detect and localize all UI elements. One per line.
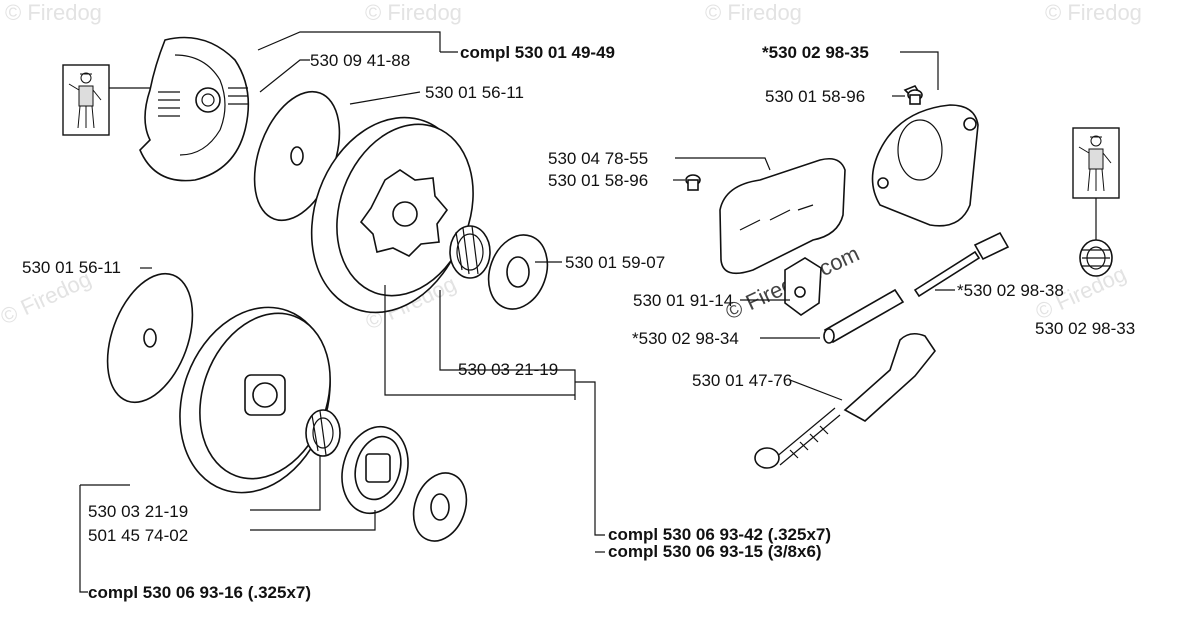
watermark: © Firedog [1045, 0, 1142, 25]
clutch-shoe [139, 36, 250, 182]
label-washer-top: 530 01 56-11 [425, 83, 524, 102]
label-bar-plate: 530 04 78-55 [548, 149, 648, 168]
bearing-washer [487, 234, 549, 310]
label-drum-compl-left: compl 530 06 93-16 (.325x7) [88, 583, 311, 602]
worm-gear [1079, 239, 1113, 277]
label-clutch-shoe: 530 09 41-88 [310, 51, 410, 70]
label-clutch-compl: compl 530 01 49-49 [460, 43, 615, 62]
bar-plate [719, 157, 846, 275]
bar-screw [685, 174, 701, 191]
label-oil-hose: 530 01 47-76 [692, 371, 792, 390]
label-pump-piston: *530 02 98-34 [632, 329, 739, 348]
watermark: © Firedog [365, 0, 462, 25]
label-needle-bearing: 530 03 21-19 [458, 360, 558, 379]
oil-pump-housing [871, 85, 979, 227]
label-drum-compl-b: compl 530 06 93-15 (3/8x6) [608, 542, 822, 561]
pump-shaft [913, 231, 1010, 298]
label-washer-left: 530 01 56-11 [22, 258, 121, 277]
oil-hose [754, 332, 936, 469]
label-pump-piece: 530 01 91-14 [633, 291, 733, 310]
label-pump-screw: 530 01 58-96 [765, 87, 865, 106]
label-drum-compl-a: compl 530 06 93-42 (.325x7) [608, 525, 831, 544]
label-bar-screw: 530 01 58-96 [548, 171, 648, 190]
clutch-drum-left [179, 306, 331, 494]
pump-piston [823, 288, 905, 344]
label-bearing-left: 530 03 21-19 [88, 502, 188, 521]
washer-small-left [412, 472, 468, 542]
rim-sprocket [341, 425, 409, 515]
label-pump-compl: *530 02 98-35 [762, 43, 869, 62]
needle-bearing [449, 225, 491, 279]
label-bearing-washer: 530 01 59-07 [565, 253, 665, 272]
label-rim: 501 45 74-02 [88, 526, 188, 545]
watermark: © Firedog [705, 0, 802, 25]
washer-left [106, 272, 194, 404]
pump-screw [907, 89, 923, 105]
part-labels: 530 09 41-88 compl 530 01 49-49 530 01 5… [22, 43, 1135, 602]
label-worm-gear: 530 02 98-33 [1035, 319, 1135, 338]
label-pump-shaft: *530 02 98-38 [957, 281, 1064, 300]
mechanic-tool-icon [1072, 127, 1120, 199]
clutch-drum-main [310, 116, 474, 314]
leader-lines [79, 31, 955, 593]
pump-piece [784, 257, 822, 316]
mechanic-tool-icon [62, 64, 110, 136]
watermark: © Firedog [5, 0, 102, 25]
needle-bearing-left [305, 409, 341, 457]
